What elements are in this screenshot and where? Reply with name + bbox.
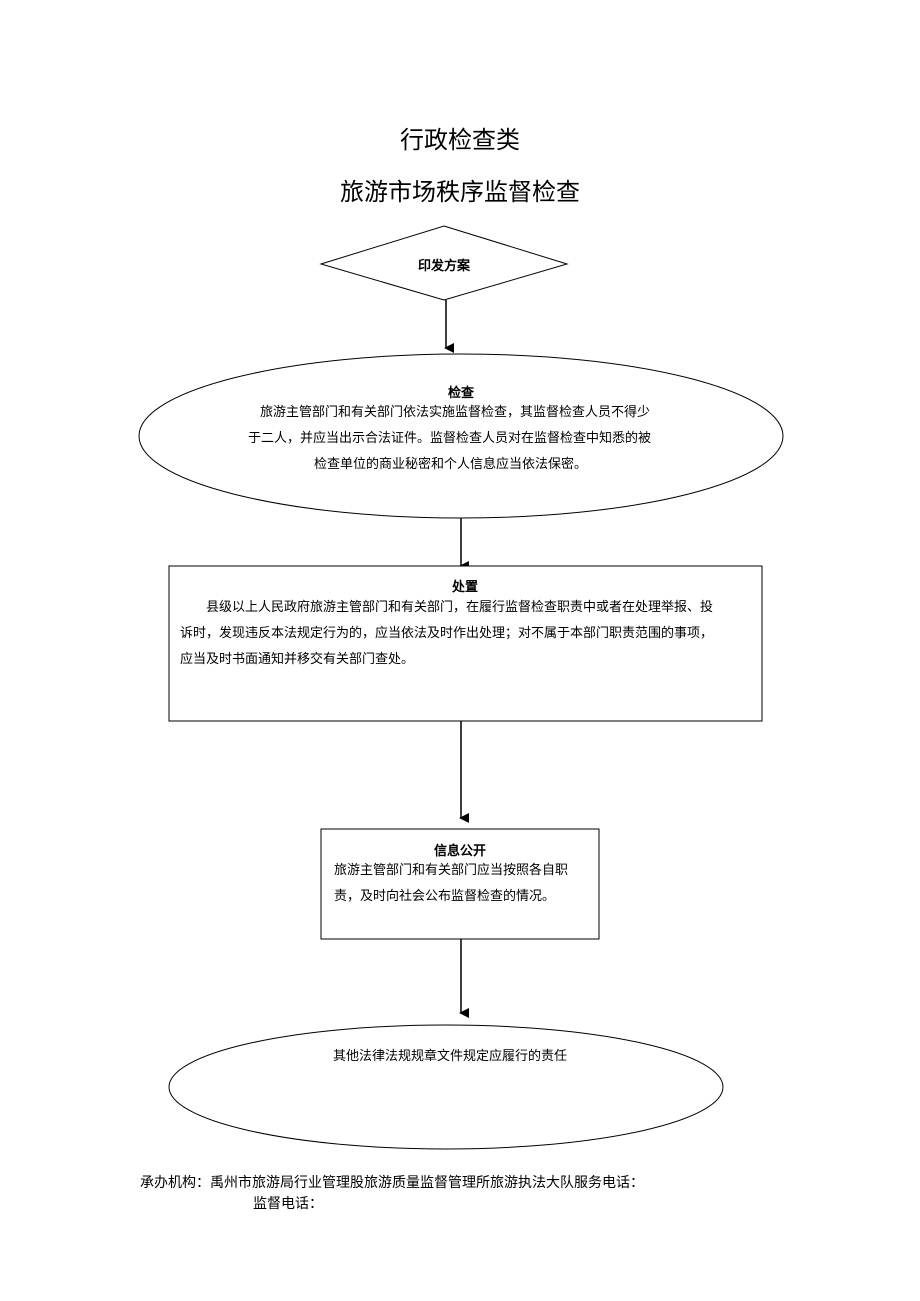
other-ellipse	[168, 1024, 724, 1150]
disclose-box	[320, 828, 600, 940]
handle-box	[168, 565, 763, 722]
issue-diamond	[319, 225, 569, 301]
handle-line-1: 县级以上人民政府旅游主管部门和有关部门，在履行监督检查职责中或者在处理举报、投	[206, 600, 714, 615]
inspect-line-3: 检查单位的商业秘密和个人信息应当依法保密。	[314, 457, 588, 472]
disclose-body: 旅游主管部门和有关部门应当按照各自职 责，及时向社会公布监督检查的情况。	[334, 858, 594, 910]
disclose-title: 信息公开	[433, 844, 486, 859]
inspect-body: 旅游主管部门和有关部门依法实施监督检查，其监督检查人员不得少 于二人，并应当出示…	[248, 400, 688, 478]
page-title: 行政检查类	[400, 126, 520, 154]
disclose-line-2: 责，及时向社会公布监督检查的情况。	[334, 889, 556, 904]
handle-line-3: 应当及时书面通知并移交有关部门查处。	[180, 652, 415, 667]
issue-label: 印发方案	[417, 259, 470, 274]
footer-agency: 承办机构：禹州市旅游局行业管理股旅游质量监督管理所旅游执法大队服务电话：	[140, 1175, 644, 1191]
inspect-line-1: 旅游主管部门和有关部门依法实施监督检查，其监督检查人员不得少	[260, 405, 651, 420]
inspect-title: 检查	[447, 386, 474, 401]
inspect-line-2: 于二人，并应当出示合法证件。监督检查人员对在监督检查中知悉的被	[248, 431, 652, 446]
handle-title: 处置	[451, 580, 478, 595]
page-subtitle: 旅游市场秩序监督检查	[340, 178, 580, 206]
handle-line-2: 诉时，发现违反本法规定行为的，应当依法及时作出处理；对不属于本部门职责范围的事项…	[180, 626, 714, 641]
footer-supervise: 监督电话：	[253, 1196, 323, 1212]
other-label: 其他法律法规规章文件规定应履行的责任	[332, 1049, 567, 1064]
handle-body: 县级以上人民政府旅游主管部门和有关部门，在履行监督检查职责中或者在处理举报、投 …	[180, 595, 755, 673]
disclose-line-1: 旅游主管部门和有关部门应当按照各自职	[334, 863, 569, 878]
